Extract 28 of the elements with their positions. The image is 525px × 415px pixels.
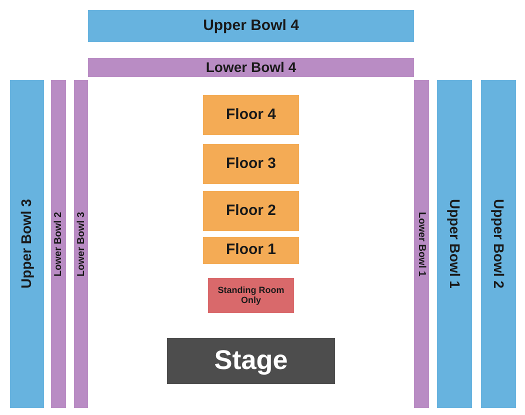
section-label: Upper Bowl 2 bbox=[490, 199, 506, 289]
section-label: Lower Bowl 3 bbox=[76, 212, 86, 276]
seating-section bbox=[437, 80, 472, 408]
section-label: Lower Bowl 4 bbox=[206, 60, 296, 76]
seating-section bbox=[10, 80, 44, 408]
seating-section bbox=[51, 80, 66, 408]
seating-section bbox=[74, 80, 88, 408]
seating-section bbox=[88, 10, 414, 42]
seating-section bbox=[208, 278, 294, 313]
seating-section bbox=[203, 237, 299, 264]
section-label: Lower Bowl 1 bbox=[416, 212, 427, 276]
section-label: Stage bbox=[214, 346, 288, 376]
section-label: Floor 4 bbox=[226, 106, 276, 124]
section-label: Upper Bowl 3 bbox=[19, 199, 35, 289]
section-label: Lower Bowl 2 bbox=[53, 212, 64, 276]
section-label: Upper Bowl 4 bbox=[203, 18, 299, 34]
seating-section bbox=[203, 191, 299, 231]
seating-section bbox=[203, 95, 299, 135]
section-label: Standing Room Only bbox=[216, 286, 286, 306]
seating-section bbox=[88, 58, 414, 77]
section-label: Floor 2 bbox=[226, 202, 276, 220]
stage-area bbox=[167, 338, 335, 384]
section-label: Floor 3 bbox=[226, 156, 276, 172]
seating-section bbox=[203, 144, 299, 184]
seating-section bbox=[481, 80, 516, 408]
section-label: Floor 1 bbox=[226, 242, 276, 259]
section-label: Upper Bowl 1 bbox=[446, 199, 462, 289]
seating-section bbox=[414, 80, 429, 408]
